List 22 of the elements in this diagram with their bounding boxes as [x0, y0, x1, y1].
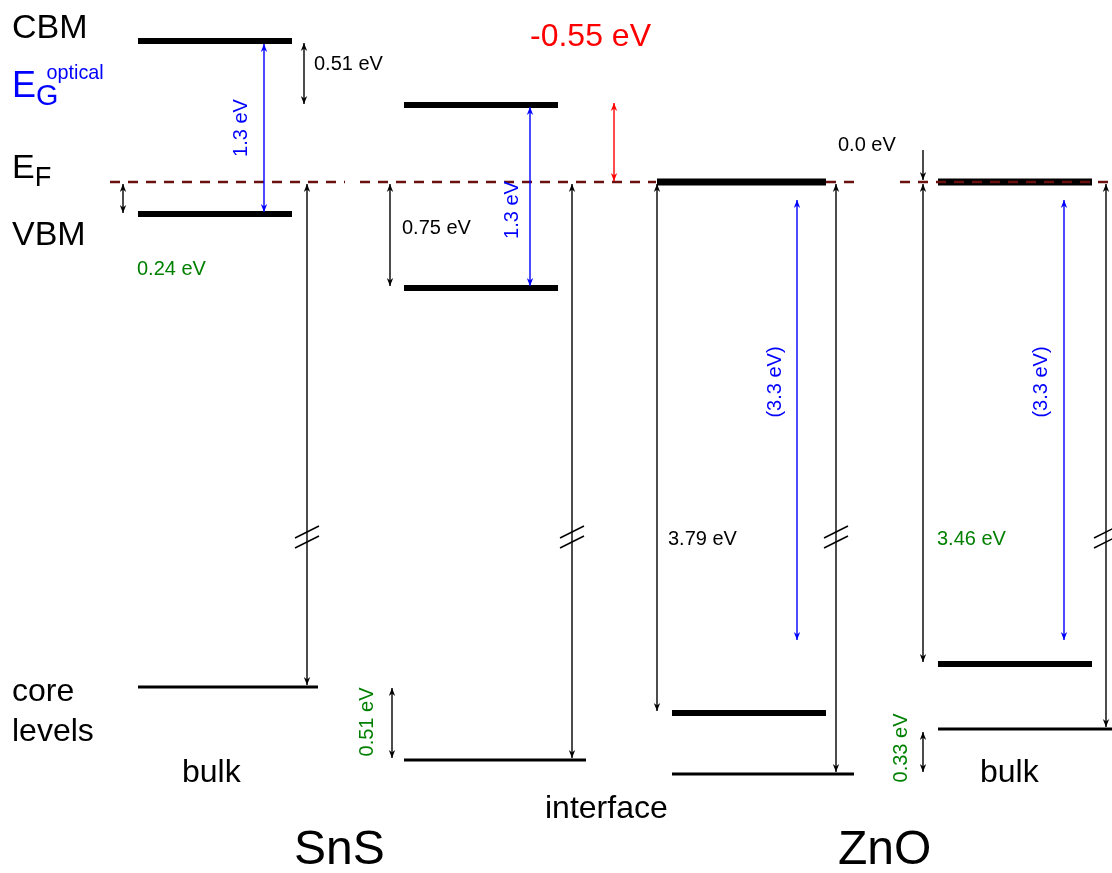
energy-value: 0.24 eV — [137, 257, 206, 279]
energy-value: (3.3 eV) — [1029, 346, 1051, 418]
energy-value: 0.0 eV — [838, 133, 896, 155]
energy-value: 3.79 eV — [668, 527, 737, 549]
material-label: SnS — [294, 822, 385, 873]
core-levels-label: core levels — [12, 671, 95, 750]
energy-value: 1.3 eV — [500, 181, 522, 239]
material-label: ZnO — [838, 822, 932, 873]
energy-value: 0.75 eV — [402, 216, 471, 238]
energy-value: 0.33 eV — [889, 713, 911, 783]
energy-value: 3.46 eV — [937, 527, 1006, 549]
region-label: bulk — [980, 754, 1039, 790]
band-edge-label: CBM — [12, 8, 88, 46]
fermi-level-label: E$_{F}$ — [12, 148, 52, 193]
region-label: bulk — [182, 754, 241, 790]
energy-value: 0.51 eV — [314, 52, 383, 74]
region-label: interface — [545, 790, 668, 826]
energy-value: (3.3 eV) — [763, 346, 785, 418]
band-edge-label: VBM — [12, 215, 86, 253]
energy-value: 0.51 eV — [355, 687, 377, 757]
energy-value: 1.3 eV — [229, 99, 251, 157]
offset-value: -0.55 eV — [530, 18, 651, 54]
